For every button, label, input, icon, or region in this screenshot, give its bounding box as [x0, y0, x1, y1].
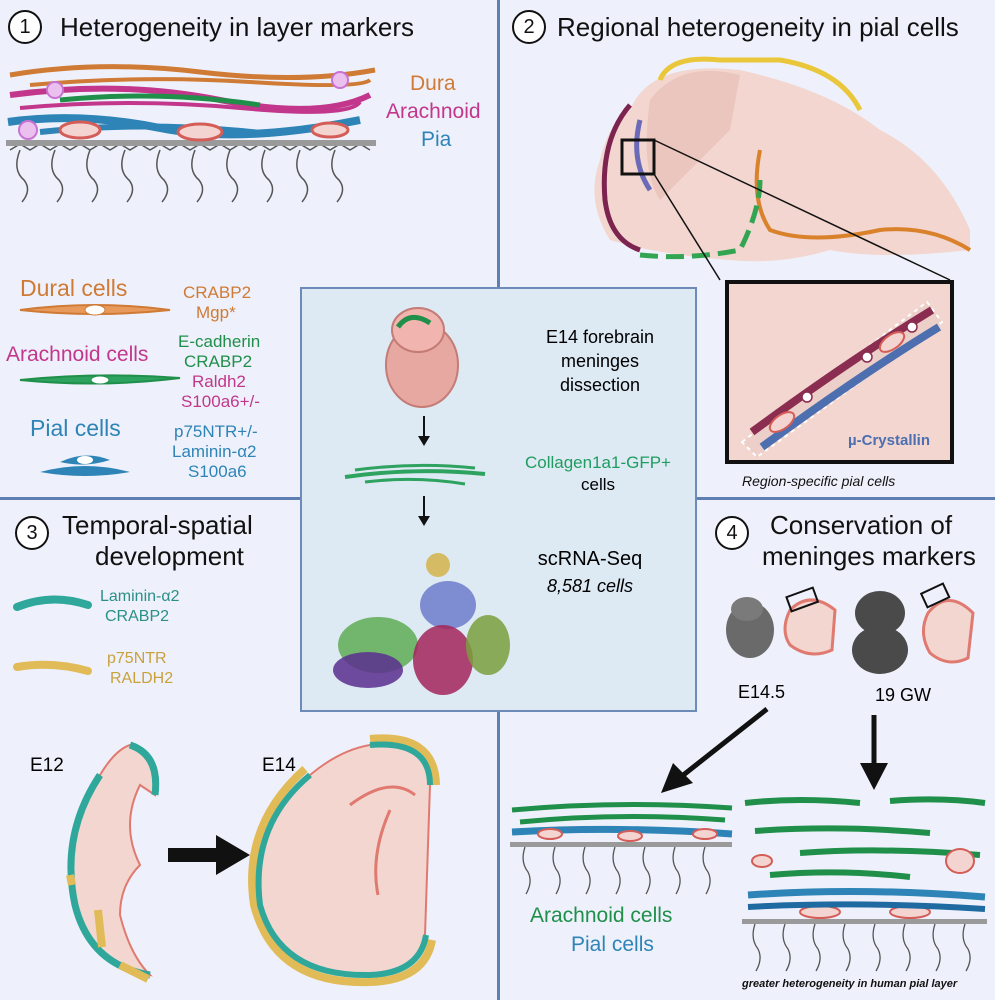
legend-gold-swatch [13, 660, 92, 675]
panel3-title-line2: development [95, 541, 244, 571]
pial-marker-3: S100a6 [188, 462, 247, 481]
arachnoid-cells-label-p4: Arachnoid cells [530, 904, 673, 927]
umap-scatter-plot [333, 553, 510, 695]
layer-label-pia: Pia [421, 128, 452, 151]
human-meninges-layer-drawing [742, 796, 987, 972]
pial-marker-1: p75NTR+/- [174, 422, 258, 441]
embryo-icon [385, 307, 459, 408]
e14-forebrain-drawing [248, 734, 440, 987]
arachnoid-marker-1: E-cadherin [178, 332, 261, 351]
layer-label-arachnoid: Arachnoid [386, 100, 481, 123]
legend1-marker-2: CRABP2 [105, 608, 170, 625]
mouse-brain-icon [783, 586, 837, 656]
arrow-to-mouse-layer-icon [661, 707, 769, 793]
legend1-marker-1: Laminin-α2 [100, 588, 180, 605]
mouse-meninges-layer-drawing [510, 801, 733, 895]
dural-cell-drawing [19, 304, 171, 316]
arrow-right-icon [168, 835, 250, 875]
layer-label-dura: Dura [410, 72, 456, 95]
arachnoid-marker-4: S100a6+/- [181, 392, 260, 411]
fibroblast-cells-drawing [344, 463, 486, 486]
human-fetus-icon [852, 591, 908, 674]
panel4-caption: greater heterogeneity in human pial laye… [742, 978, 958, 990]
e12-forebrain-drawing [66, 741, 160, 983]
step1-line1: E14 forebrain [545, 327, 655, 347]
panel3-number-badge: 3 [15, 516, 49, 550]
step3-title: scRNA-Seq [537, 548, 643, 570]
pial-marker-2: Laminin-α2 [172, 442, 257, 461]
panel1-number-badge: 1 [8, 10, 42, 44]
pial-cells-label: Pial cells [30, 415, 121, 441]
panel2-title: Regional heterogeneity in pial cells [557, 12, 959, 42]
arachnoid-marker-2: CRABP2 [184, 352, 253, 371]
meninges-layers-illustration [6, 64, 376, 203]
panel1-title: Heterogeneity in layer markers [60, 12, 415, 42]
panel4-title-line1: Conservation of [770, 510, 953, 540]
arrow-down-icon-1 [418, 416, 430, 446]
mouse-stage-label: E14.5 [738, 682, 786, 702]
step3-count: 8,581 cells [546, 576, 634, 596]
human-brain-icon [919, 582, 975, 664]
panel4-number-badge: 4 [715, 516, 749, 550]
pial-cells-label-p4: Pial cells [571, 933, 654, 956]
mouse-embryo-icon [726, 597, 774, 658]
step1-line3: dissection [559, 375, 641, 395]
arachnoid-cell-drawing [19, 374, 181, 385]
panel2-number-badge: 2 [512, 10, 546, 44]
panel4-title-line2: meninges markers [762, 541, 976, 571]
inset-marker-label: µ-Crystallin [848, 432, 930, 449]
arachnoid-marker-3: Raldh2 [192, 372, 246, 391]
pial-cells-inset [725, 280, 954, 464]
legend2-marker-2: RALDH2 [110, 670, 174, 687]
stage-label-e14: E14 [262, 755, 296, 776]
dural-marker-1: CRABP2 [183, 283, 252, 302]
legend2-marker-1: p75NTR [107, 650, 167, 667]
human-stage-label: 19 GW [875, 685, 932, 705]
arrow-down-icon-2 [418, 496, 430, 526]
step2-plain: cells [580, 475, 615, 494]
step2-colored: Collagen1a1-GFP+ [524, 453, 671, 472]
legend-teal-swatch [13, 595, 92, 611]
mouse-brain-sagittal-illustration [594, 56, 972, 281]
panel3-title-line1: Temporal-spatial [62, 510, 253, 540]
dural-marker-2: Mgp* [196, 303, 236, 322]
arrow-to-human-layer-icon [860, 715, 888, 790]
dural-cells-label: Dural cells [20, 275, 128, 301]
stage-label-e12: E12 [30, 755, 64, 776]
pial-cell-drawing [40, 455, 130, 476]
step1-line2: meninges [560, 351, 640, 371]
arachnoid-cells-label: Arachnoid cells [6, 343, 149, 366]
panel2-caption: Region-specific pial cells [742, 473, 896, 489]
